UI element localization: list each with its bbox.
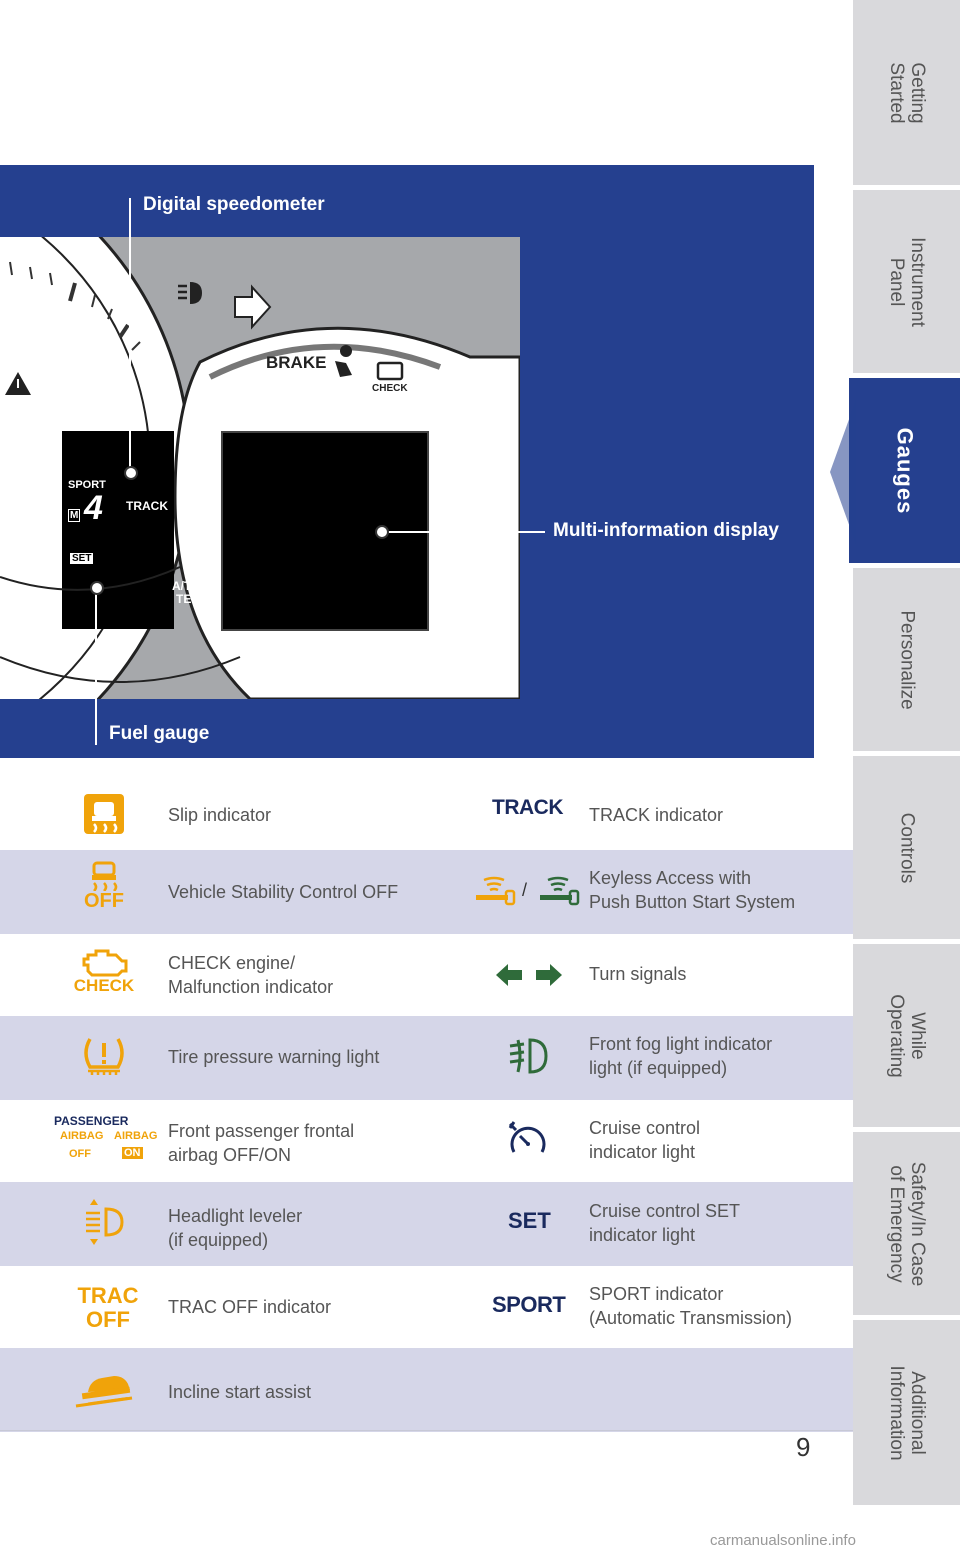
tab-controls[interactable]: Controls	[853, 756, 960, 939]
callout-digital-speedometer: Digital speedometer	[143, 194, 325, 215]
passenger-airbag-icon: PASSENGER AIRBAG AIRBAG OFF ON	[54, 1114, 158, 1164]
tab-while-operating[interactable]: While Operating	[853, 944, 960, 1127]
key-green-icon	[540, 876, 580, 906]
lcd-gear: 4	[84, 489, 103, 527]
check-label: CHECK	[372, 383, 408, 394]
headlight-leveler-label: Headlight leveler (if equipped)	[168, 1206, 303, 1250]
speedometer-leader-dot	[124, 466, 138, 480]
airbag-off-word: AIRBAG	[60, 1130, 104, 1142]
headlight-leveler-icon	[64, 1192, 144, 1252]
page-number: 9	[796, 1432, 811, 1462]
track-indicator-label: TRACK indicator	[589, 805, 724, 825]
speedometer-leader-line	[129, 198, 131, 473]
table-bottom-rule	[0, 1430, 853, 1431]
airbag-on-badge: ON	[122, 1147, 143, 1159]
tab-additional-information[interactable]: Additional Information	[853, 1320, 960, 1505]
keyless-access-label: Keyless Access with Push Button Start Sy…	[589, 868, 796, 912]
trac-off-label: TRAC OFF indicator	[168, 1297, 332, 1317]
turn-signals-icon	[496, 964, 562, 986]
sport-indicator-label: SPORT indicator (Automatic Transmission)	[589, 1284, 793, 1328]
vsc-off-text: OFF	[84, 890, 124, 912]
fuel-leader-dot	[90, 581, 104, 595]
cruise-control-icon	[488, 1110, 568, 1170]
watermark-text: carmanualsonline.info	[710, 1532, 856, 1549]
lcd-temp: TEMP	[176, 592, 210, 606]
indicator-row	[0, 1348, 853, 1432]
key-amber-icon	[476, 876, 516, 906]
track-icon: TRACK	[492, 796, 564, 819]
indicator-row	[0, 1182, 853, 1266]
incline-start-assist-icon	[64, 1360, 144, 1420]
vsc-off-icon: OFF	[64, 856, 144, 916]
active-tab-pointer	[830, 400, 856, 544]
incline-start-assist-label: Incline start assist	[168, 1382, 312, 1402]
cruise-set-label: Cruise control SET indicator light	[589, 1201, 741, 1245]
turn-signals-label: Turn signals	[589, 964, 687, 984]
fog-light-label: Front fog light indicator light (if equi…	[589, 1034, 773, 1078]
headlight-symbol	[178, 282, 202, 304]
tab-getting-started[interactable]: Getting Started	[853, 0, 960, 185]
tab-gauges[interactable]: Gauges	[849, 378, 960, 563]
cruise-control-label: Cruise control indicator light	[589, 1118, 701, 1162]
tab-safety[interactable]: Safety/In Case of Emergency	[853, 1132, 960, 1315]
airbag-off-text: OFF	[69, 1148, 91, 1160]
fuel-leader-line	[95, 588, 97, 745]
vsc-off-label: Vehicle Stability Control OFF	[168, 882, 399, 902]
lcd-at-oil: A/T OIL	[172, 579, 215, 593]
check-engine-icon: CHECK	[64, 942, 144, 1002]
tab-instrument-panel[interactable]: Instrument Panel	[853, 190, 960, 373]
slip-indicator-label: Slip indicator	[168, 805, 272, 825]
slip-indicator-icon	[64, 784, 144, 844]
lcd-m: M	[68, 509, 81, 522]
lcd-set: SET	[70, 553, 94, 564]
sport-icon: SPORT	[492, 1292, 566, 1317]
cluster-drawing	[0, 237, 520, 699]
callout-multi-information-display: Multi-information display	[553, 520, 779, 541]
set-icon: SET	[508, 1208, 551, 1233]
passenger-airbag-label: Front passenger frontal airbag OFF/ON	[168, 1121, 355, 1165]
trac-off-icon: TRAC OFF	[77, 1283, 139, 1332]
callout-fuel-gauge: Fuel gauge	[109, 723, 210, 744]
indicator-row	[0, 850, 853, 934]
tire-pressure-icon	[64, 1026, 144, 1086]
lcd-sport: SPORT	[68, 479, 106, 491]
indicator-row	[0, 1016, 853, 1100]
airbag-on-word: AIRBAG	[114, 1130, 158, 1142]
section-tabs: Getting Started Instrument Panel Gauges …	[849, 0, 960, 1505]
lcd-track: TRACK	[126, 499, 168, 513]
mid-leader-dot	[375, 525, 389, 539]
check-engine-text: CHECK	[73, 976, 135, 995]
brake-label: BRAKE	[266, 353, 327, 372]
fog-light-icon	[488, 1026, 568, 1086]
check-engine-label: CHECK engine/ Malfunction indicator	[168, 953, 334, 997]
tire-pressure-label: Tire pressure warning light	[168, 1047, 380, 1067]
key-separator: /	[522, 880, 528, 900]
instrument-cluster-illustration: BRAKE CHECK SPORT M 4 TRACK SET A/T OIL …	[0, 237, 520, 699]
mid-leader-line	[383, 531, 545, 533]
airbag-passenger-text: PASSENGER	[54, 1114, 129, 1128]
tab-personalize[interactable]: Personalize	[853, 568, 960, 751]
